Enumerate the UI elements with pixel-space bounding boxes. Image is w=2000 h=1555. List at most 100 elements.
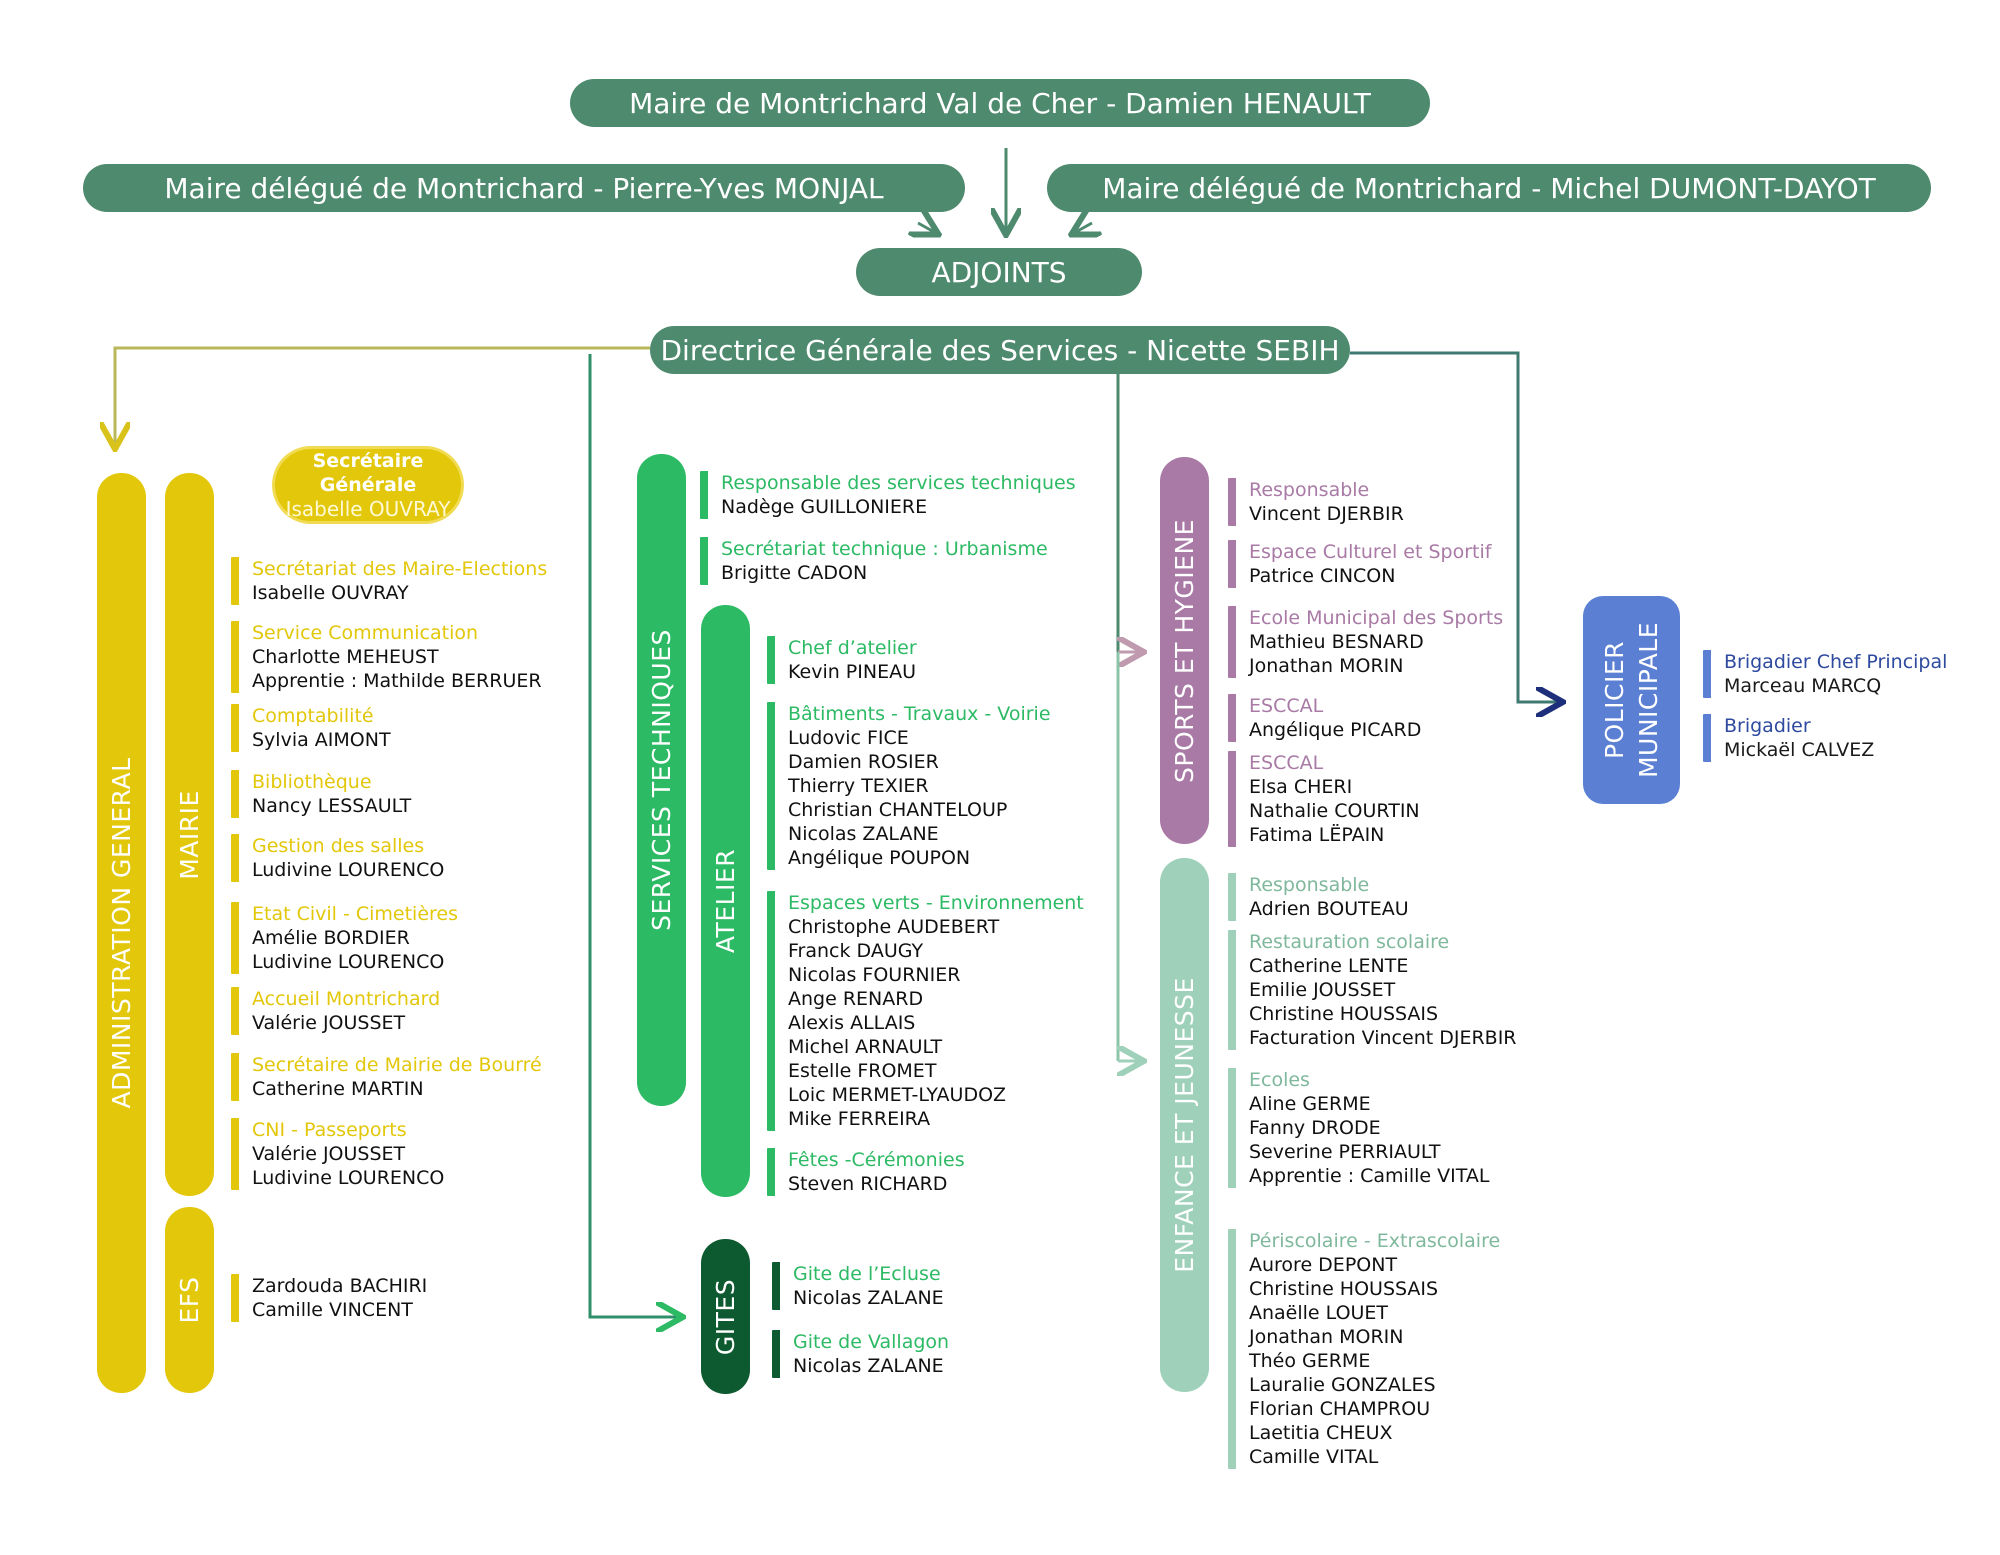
- entry-name: Christian CHANTELOUP: [788, 799, 1008, 821]
- deputy-right-box: Maire délégué de Montrichard - Michel DU…: [1047, 164, 1931, 212]
- atelier-bar-label: ATELIER: [710, 848, 740, 954]
- entry-name: Thierry TEXIER: [788, 775, 929, 797]
- entry-name: Catherine LENTE: [1249, 955, 1409, 977]
- entry-name: Angélique POUPON: [788, 847, 971, 869]
- entry-name: Adrien BOUTEAU: [1249, 898, 1409, 920]
- secretaire-name: Isabelle OUVRAY: [285, 497, 451, 521]
- entry-title: Ecoles: [1249, 1069, 1310, 1091]
- entry-name: Elsa CHERI: [1249, 776, 1353, 798]
- entry-name: Estelle FROMET: [788, 1060, 937, 1082]
- entry-name: Nicolas ZALANE: [793, 1287, 944, 1309]
- entry-name: Marceau MARCQ: [1724, 675, 1882, 697]
- entry-title: Responsable: [1249, 874, 1370, 896]
- entry-title: Restauration scolaire: [1249, 931, 1450, 953]
- entry-name: Ludivine LOURENCO: [252, 951, 445, 973]
- entry-title: Gite de l’Ecluse: [793, 1263, 941, 1285]
- entry-name: Nicolas ZALANE: [788, 823, 939, 845]
- entry-title: Responsable: [1249, 479, 1370, 501]
- entry-name: Nathalie COURTIN: [1249, 800, 1420, 822]
- entry-name: Franck DAUGY: [788, 940, 924, 962]
- gites-bar-label: GITES: [710, 1278, 740, 1355]
- enfance-bar-label: ENFANCE ET JEUNESSE: [1169, 977, 1199, 1273]
- entry-name: Théo GERME: [1249, 1350, 1371, 1372]
- entry-name: Vincent DJERBIR: [1249, 503, 1404, 525]
- entry-name: Amélie BORDIER: [252, 927, 410, 949]
- sports-bar-label: SPORTS ET HYGIENE: [1169, 518, 1199, 783]
- entry-title: Gestion des salles: [252, 835, 425, 857]
- police-label-line2: MUNICIPALE: [1633, 621, 1663, 779]
- entry-title: CNI - Passeports: [252, 1119, 407, 1141]
- entry-name: Aline GERME: [1249, 1093, 1371, 1115]
- arrow-deputy-right-to-adjoints: [1074, 223, 1092, 233]
- entry-title: Secrétaire de Mairie de Bourré: [252, 1054, 542, 1076]
- entry-name: Catherine MARTIN: [252, 1078, 424, 1100]
- admin-bar: ADMINISTRATION GENERAL: [97, 473, 146, 1393]
- entry-title: Accueil Montrichard: [252, 988, 441, 1010]
- entry-title: Périscolaire - Extrascolaire: [1249, 1230, 1501, 1252]
- gites-bar: GITES: [701, 1239, 750, 1394]
- entry-name: Apprentie : Camille VITAL: [1249, 1165, 1490, 1187]
- line-dgs-to-gites: [588, 354, 680, 1317]
- sports-bar: SPORTS ET HYGIENE: [1160, 457, 1209, 844]
- entry-name: Christophe AUDEBERT: [788, 916, 1000, 938]
- secretaire-title: Secrétaire Générale: [312, 450, 424, 496]
- entry-title: Bâtiments - Travaux - Voirie: [788, 703, 1051, 725]
- line-dgs-to-police: [1350, 351, 1560, 702]
- entry-name: Apprentie : Mathilde BERRUER: [252, 670, 542, 692]
- police-label-line1: POLICIER: [1599, 640, 1629, 760]
- entry-name: Facturation Vincent DJERBIR: [1249, 1027, 1517, 1049]
- entry-title: Service Communication: [252, 622, 479, 644]
- entry-name: Valérie JOUSSET: [252, 1012, 406, 1034]
- admin-bar-label: ADMINISTRATION GENERAL: [106, 757, 136, 1109]
- entry-name: Aurore DEPONT: [1249, 1254, 1398, 1276]
- entry-title: Ecole Municipal des Sports: [1249, 607, 1504, 629]
- entry-name: Brigitte CADON: [721, 562, 868, 584]
- entry-name: Valérie JOUSSET: [252, 1143, 406, 1165]
- entry-name: Christine HOUSSAIS: [1249, 1003, 1439, 1025]
- entry-name: Kevin PINEAU: [788, 661, 916, 683]
- entry-name: Michel ARNAULT: [788, 1036, 943, 1058]
- entry-name: Camille VINCENT: [252, 1299, 413, 1321]
- mairie-bar: MAIRIE: [165, 473, 214, 1196]
- entry-title: Secrétariat technique : Urbanisme: [721, 538, 1048, 560]
- entry-name: Angélique PICARD: [1249, 719, 1422, 741]
- entry-name: Jonathan MORIN: [1249, 1326, 1404, 1348]
- entry-title: Espaces verts - Environnement: [788, 892, 1084, 914]
- entry-title: Bibliothèque: [252, 771, 372, 793]
- entry-name: Emilie JOUSSET: [1249, 979, 1396, 1001]
- entry-name: Ludovic FICE: [788, 727, 909, 749]
- dgs-box: Directrice Générale des Services - Nicet…: [650, 326, 1350, 374]
- entry-name: Ludivine LOURENCO: [252, 859, 445, 881]
- entry-name: Christine HOUSSAIS: [1249, 1278, 1439, 1300]
- mayor-box: Maire de Montrichard Val de Cher - Damie…: [570, 79, 1430, 127]
- entry-name: Anaëlle LOUET: [1249, 1302, 1389, 1324]
- entry-name: Damien ROSIER: [788, 751, 939, 773]
- entry-name: Nicolas ZALANE: [793, 1355, 944, 1377]
- entry-name: Mike FERREIRA: [788, 1108, 931, 1130]
- entry-title: Comptabilité: [252, 705, 374, 727]
- entry-name: Fanny DRODE: [1249, 1117, 1381, 1139]
- entry-name: Loic MERMET-LYAUDOZ: [788, 1084, 1007, 1106]
